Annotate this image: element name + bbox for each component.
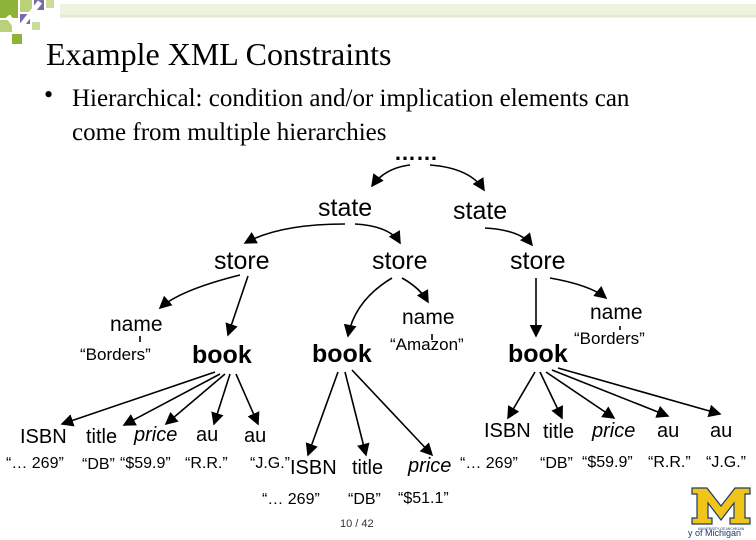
bullet-line-2: come from multiple hierarchies — [72, 119, 387, 146]
edge-book1-au2 — [235, 373, 260, 426]
edge-book3-price — [545, 371, 616, 419]
edge-store2-name2 — [401, 277, 429, 304]
field-au-3b: au — [710, 420, 733, 442]
field-au-1a: au — [196, 424, 219, 446]
node-book-3: book — [508, 340, 568, 368]
edge-state2-store3 — [484, 227, 534, 247]
value-price-3: “$59.9” — [582, 454, 633, 471]
bullet-text: Hierarchical: condition and/or implicati… — [72, 82, 629, 150]
edge-book3-au2 — [557, 367, 722, 418]
value-isbn-2: “… 269” — [262, 491, 320, 508]
edge-book3-isbn — [507, 371, 536, 420]
value-au-3a: “R.R.” — [648, 454, 691, 471]
node-book-2: book — [312, 340, 372, 368]
value-title-3: “DB” — [540, 455, 573, 472]
slide-title: Example XML Constraints — [46, 36, 392, 72]
field-isbn-3: ISBN — [484, 420, 531, 442]
node-state-1: state — [318, 194, 373, 222]
field-au-1b: au — [244, 425, 267, 447]
value-price-2: “$51.1” — [398, 490, 449, 507]
node-store-1: store — [214, 247, 270, 275]
page-number: 10 / 42 — [340, 518, 374, 530]
edge-book1-title — [122, 373, 221, 426]
field-price-3: price — [592, 420, 636, 442]
node-state-2: state — [453, 197, 508, 225]
node-name-2: name — [402, 306, 455, 329]
edge-book3-au1 — [551, 369, 670, 418]
title-underline — [60, 4, 756, 18]
value-title-2: “DB” — [348, 491, 381, 508]
node-name-3: name — [590, 301, 643, 324]
field-price-2: price — [408, 455, 452, 477]
value-isbn-1: “… 269” — [6, 455, 64, 472]
edge-store3-name3 — [549, 277, 608, 300]
edge-book1-isbn — [60, 371, 216, 427]
edge-book1-au1 — [211, 373, 231, 426]
node-name-1: name — [110, 313, 163, 336]
value-price-1: “$59.9” — [120, 455, 171, 472]
edge-book3-title — [539, 371, 563, 420]
value-au-1a: “R.R.” — [185, 455, 228, 472]
edge-state1-store1 — [243, 223, 346, 244]
ellipsis-root: …… — [394, 140, 438, 165]
edge-store1-name1 — [158, 274, 241, 310]
field-title-2: title — [352, 457, 384, 479]
value-borders-1: “Borders” — [80, 345, 151, 364]
block-m-logo-icon — [691, 487, 751, 525]
edge-store2-book2 — [343, 277, 393, 338]
node-book-1: book — [192, 341, 252, 369]
value-isbn-3: “… 269” — [460, 455, 518, 472]
edge-book2-title — [344, 371, 370, 457]
field-au-3a: au — [657, 420, 680, 442]
edge-root-state1 — [371, 164, 411, 188]
value-borders-2: “Borders” — [574, 329, 645, 348]
field-title-1: title — [86, 426, 118, 448]
logo-text: UNIVERSITY OF MICHIGAN — [698, 527, 745, 531]
field-price-1: price — [134, 424, 178, 446]
edge-state1-store2 — [354, 223, 401, 245]
value-amazon: “Amazon” — [390, 335, 464, 354]
bullet-marker: • — [44, 80, 54, 109]
node-store-3: store — [510, 247, 566, 275]
edge-book2-price — [351, 369, 434, 457]
bullet-line-1: Hierarchical: condition and/or implicati… — [72, 85, 630, 112]
logo-caption: y of Michigan — [688, 528, 742, 538]
edge-store1-book1 — [225, 275, 249, 337]
field-title-3: title — [543, 421, 575, 443]
edge-root-state2 — [429, 164, 485, 192]
edge-book2-isbn — [305, 371, 339, 457]
checkmark-icon — [5, 0, 42, 35]
value-title-1: “DB” — [82, 456, 115, 473]
edge-book1-price — [164, 373, 226, 426]
field-isbn-1: ISBN — [20, 426, 67, 448]
value-au-3b: “J.G.” — [706, 454, 746, 471]
value-au-1b: “J.G.” — [250, 455, 290, 472]
node-store-2: store — [372, 247, 428, 275]
field-isbn-2: ISBN — [290, 457, 337, 479]
